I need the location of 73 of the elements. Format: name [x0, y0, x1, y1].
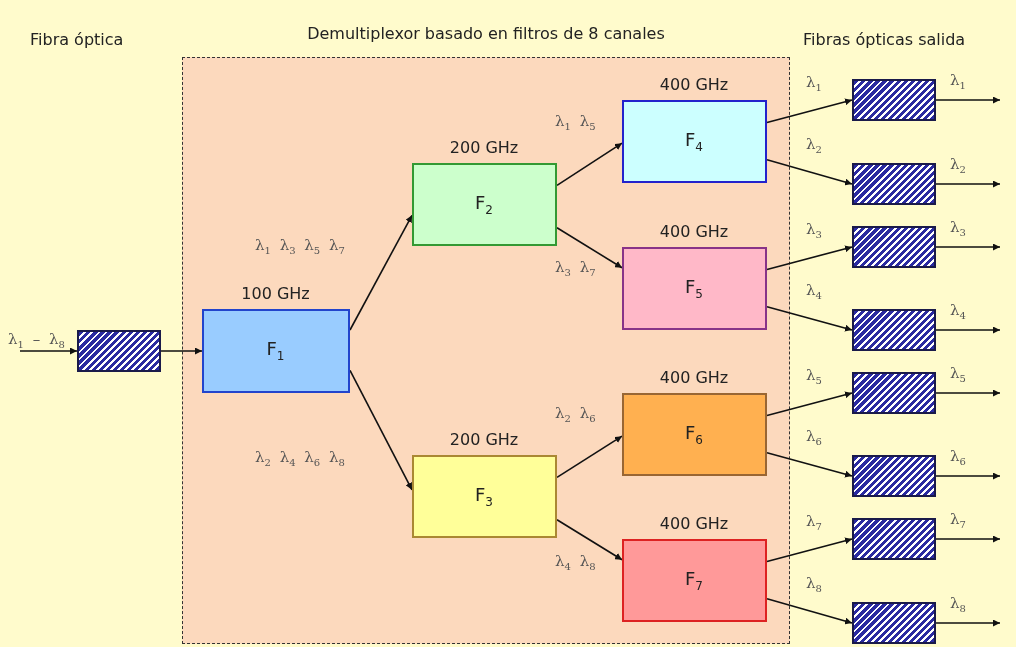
- edge-label: λ$_{2}$ λ$_{6}$: [555, 404, 596, 424]
- edge-label: λ$_{8}$: [806, 574, 822, 594]
- hatched-fiber-box: [852, 79, 936, 121]
- arrow: [556, 142, 623, 187]
- frequency-label: 200 GHz: [448, 429, 520, 449]
- hatched-fiber-box: [852, 309, 936, 351]
- arrow: [935, 96, 1001, 104]
- edge-label: λ$_{2}$: [950, 155, 966, 175]
- edge-label: λ$_{1}$: [950, 71, 966, 91]
- edge-label: λ$_{3}$ λ$_{7}$: [555, 258, 596, 278]
- filter-name: F$_{1}$: [266, 338, 285, 363]
- edge-label: λ$_{1}$ – λ$_{8}$: [8, 330, 65, 350]
- edge-label: λ$_{1}$ λ$_{3}$ λ$_{5}$ λ$_{7}$: [255, 236, 345, 256]
- arrow: [556, 226, 623, 269]
- frequency-label: 400 GHz: [658, 74, 730, 94]
- edge-label: λ$_{4}$: [806, 281, 822, 301]
- edge-label: λ$_{2}$ λ$_{4}$ λ$_{6}$ λ$_{8}$: [255, 448, 345, 468]
- edge-label: λ$_{8}$: [950, 594, 966, 614]
- frequency-label: 400 GHz: [658, 221, 730, 241]
- frequency-label: 200 GHz: [448, 137, 520, 157]
- section-heading: Fibra óptica: [30, 30, 124, 49]
- section-heading: Fibras ópticas salida: [803, 30, 966, 49]
- arrow: [935, 243, 1001, 251]
- edge-label: λ$_{2}$: [806, 135, 822, 155]
- edge-label: λ$_{7}$: [806, 512, 822, 532]
- edge-label: λ$_{1}$: [806, 73, 822, 93]
- arrow: [766, 158, 853, 186]
- edge-label: λ$_{3}$: [950, 218, 966, 238]
- arrow: [935, 180, 1001, 188]
- arrow: [766, 537, 853, 563]
- hatched-fiber-box: [852, 455, 936, 497]
- arrow: [766, 451, 853, 478]
- arrow: [935, 619, 1001, 627]
- arrow: [349, 369, 413, 491]
- arrow: [935, 326, 1001, 334]
- arrow: [935, 472, 1001, 480]
- edge-label: λ$_{3}$: [806, 220, 822, 240]
- region-heading: Demultiplexor basado en filtros de 8 canales: [306, 24, 666, 43]
- arrow: [556, 518, 623, 561]
- arrow: [19, 347, 78, 355]
- arrow: [935, 535, 1001, 543]
- edge-label: λ$_{4}$: [950, 301, 966, 321]
- arrow: [160, 347, 203, 355]
- edge-label: λ$_{1}$ λ$_{5}$: [555, 112, 596, 132]
- filter-name: F$_{2}$: [475, 191, 493, 217]
- edge-label: λ$_{7}$: [950, 510, 966, 530]
- hatched-fiber-box: [852, 372, 936, 414]
- hatched-fiber-box: [852, 226, 936, 268]
- filter-name: F$_{6}$: [685, 421, 703, 447]
- arrow: [766, 305, 853, 332]
- filter-name: F$_{3}$: [475, 483, 493, 509]
- arrow: [935, 389, 1001, 397]
- filter-name: F$_{4}$: [685, 128, 703, 154]
- filter-name: F$_{7}$: [685, 567, 703, 593]
- frequency-label: 100 GHz: [240, 283, 311, 303]
- hatched-fiber-box: [77, 330, 161, 372]
- filter-name: F$_{5}$: [685, 275, 703, 301]
- edge-label: λ$_{6}$: [806, 427, 822, 447]
- edge-label: λ$_{6}$: [950, 447, 966, 467]
- edge-label: λ$_{4}$ λ$_{8}$: [555, 552, 596, 572]
- arrow: [349, 214, 413, 331]
- hatched-fiber-box: [852, 163, 936, 205]
- arrow: [766, 98, 853, 124]
- frequency-label: 400 GHz: [658, 367, 730, 387]
- edge-label: λ$_{5}$: [950, 364, 966, 384]
- edge-label: λ$_{5}$: [806, 366, 822, 386]
- arrow: [766, 597, 853, 625]
- arrow: [556, 435, 623, 479]
- hatched-fiber-box: [852, 602, 936, 644]
- frequency-label: 400 GHz: [658, 513, 730, 533]
- arrow: [766, 245, 853, 271]
- hatched-fiber-box: [852, 518, 936, 560]
- arrow: [766, 391, 853, 417]
